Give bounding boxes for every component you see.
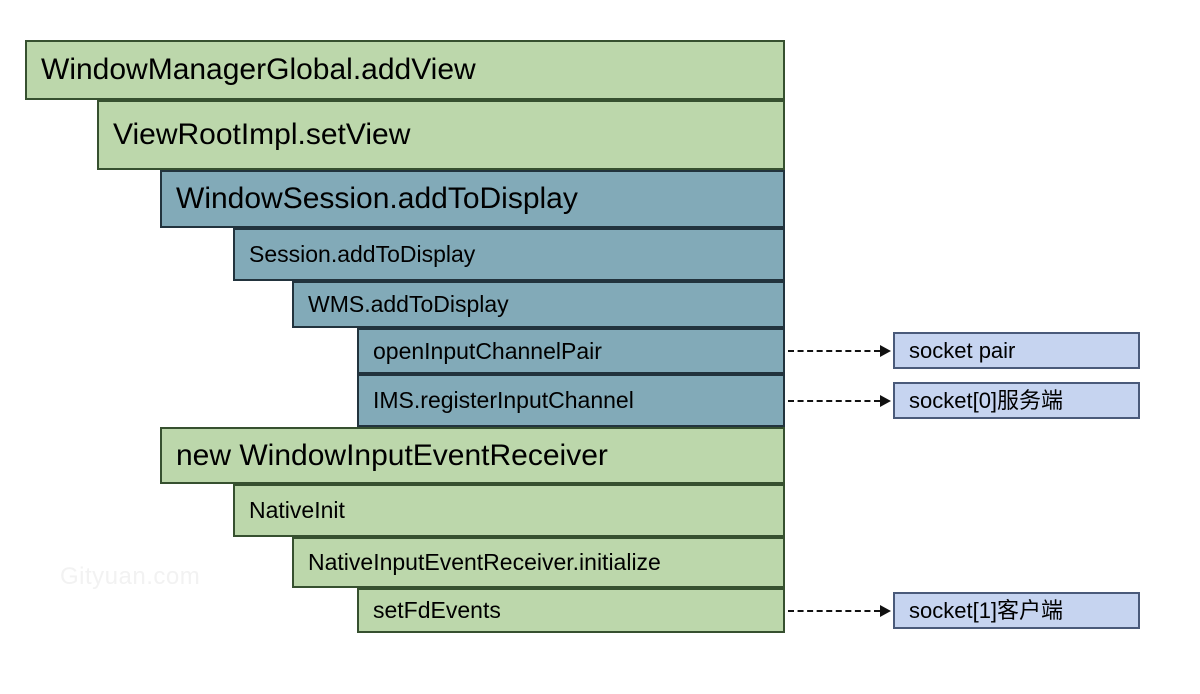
stack-box-nativeinit[interactable]: NativeInit (233, 484, 785, 537)
arrow-openinputchannelpair-to-socket-pair (788, 345, 891, 357)
stack-box-openinputchannelpair[interactable]: openInputChannelPair (357, 328, 785, 374)
arrow-head-icon (880, 345, 891, 357)
arrow-setfdevents-to-socket1 (788, 605, 891, 617)
stack-box-label: WindowManagerGlobal.addView (41, 53, 476, 86)
dashed-line (788, 350, 880, 352)
stack-box-label: Session.addToDisplay (249, 241, 476, 267)
stack-box-label: NativeInit (249, 497, 345, 523)
stack-box-new-windowinputeventreceiver[interactable]: new WindowInputEventReceiver (160, 427, 785, 484)
stack-box-label: setFdEvents (373, 597, 501, 623)
stack-box-session-addtodisplay[interactable]: Session.addToDisplay (233, 228, 785, 281)
socket-box-label: socket[0]服务端 (909, 387, 1064, 413)
socket-box-label: socket pair (909, 337, 1016, 363)
stack-box-label: WindowSession.addToDisplay (176, 182, 578, 215)
socket-box-socket1-client[interactable]: socket[1]客户端 (893, 592, 1140, 629)
socket-box-label: socket[1]客户端 (909, 597, 1064, 623)
stack-box-wms-addtodisplay[interactable]: WMS.addToDisplay (292, 281, 785, 328)
stack-box-label: NativeInputEventReceiver.initialize (308, 549, 661, 575)
socket-box-socket-pair[interactable]: socket pair (893, 332, 1140, 369)
stack-box-label: openInputChannelPair (373, 337, 602, 364)
stack-box-label: ViewRootImpl.setView (113, 118, 411, 151)
stack-box-viewrootimpl-setview[interactable]: ViewRootImpl.setView (97, 100, 785, 170)
socket-box-socket0-server[interactable]: socket[0]服务端 (893, 382, 1140, 419)
stack-box-ims-registerinputchannel[interactable]: IMS.registerInputChannel (357, 374, 785, 427)
watermark: Gityuan.com (60, 563, 201, 590)
stack-box-label: IMS.registerInputChannel (373, 387, 634, 413)
stack-box-window-manager-global-addview[interactable]: WindowManagerGlobal.addView (25, 40, 785, 100)
stack-box-windowsession-addtodisplay[interactable]: WindowSession.addToDisplay (160, 170, 785, 228)
dashed-line (788, 400, 880, 402)
stack-box-nativeinputeventreceiver-initialize[interactable]: NativeInputEventReceiver.initialize (292, 537, 785, 588)
arrow-head-icon (880, 395, 891, 407)
arrow-registerinputchannel-to-socket0 (788, 395, 891, 407)
stack-box-label: new WindowInputEventReceiver (176, 438, 608, 472)
arrow-head-icon (880, 605, 891, 617)
stack-box-setfdevents[interactable]: setFdEvents (357, 588, 785, 633)
dashed-line (788, 610, 880, 612)
stack-box-label: WMS.addToDisplay (308, 291, 509, 317)
